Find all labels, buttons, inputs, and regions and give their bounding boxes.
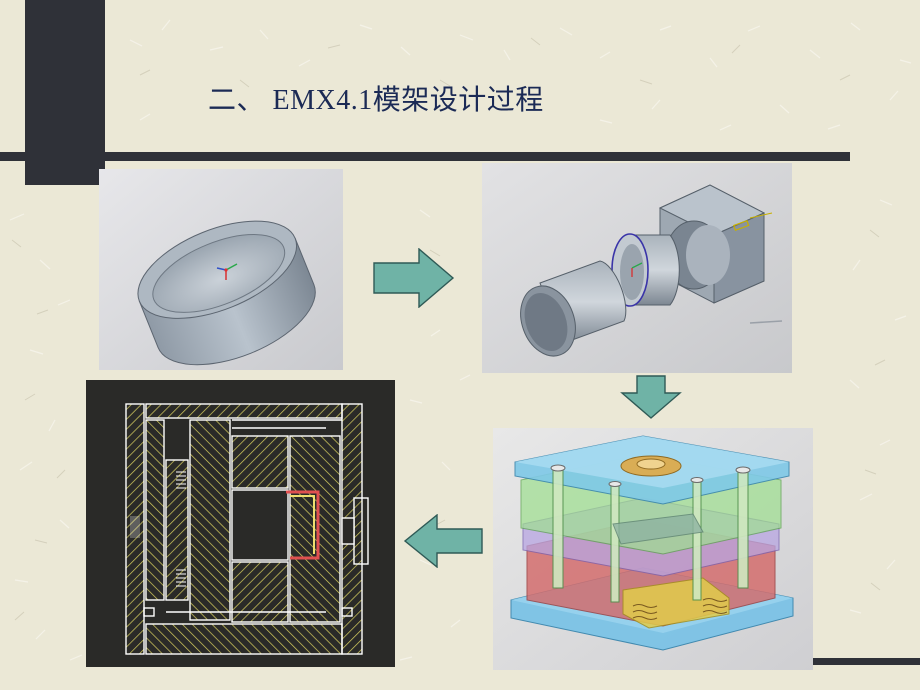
arrow-right-icon xyxy=(373,248,455,308)
mold-section-drawing-image xyxy=(86,380,395,667)
arrow-down-icon xyxy=(620,375,682,419)
parting-view-image xyxy=(482,163,792,373)
slide-title: 二、 EMX4.1模架设计过程 xyxy=(208,85,544,116)
parting-label-marker xyxy=(732,212,773,231)
footer-divider xyxy=(813,658,920,665)
arrow-left-icon xyxy=(403,514,483,568)
axis-triad-icon xyxy=(216,263,238,280)
title-divider xyxy=(0,152,850,161)
part-model-image xyxy=(99,169,343,370)
mold-base-3d-image xyxy=(493,428,813,670)
